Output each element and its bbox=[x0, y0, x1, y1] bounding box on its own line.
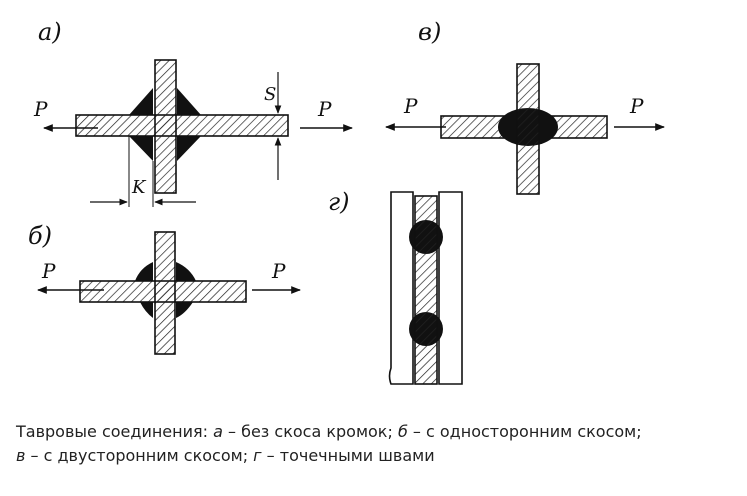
caption-text-a: – без скоса кромок; bbox=[222, 422, 398, 441]
caption-key-v: в bbox=[16, 446, 26, 465]
caption-text-g: – точечными швами bbox=[261, 446, 435, 465]
force-label-right: P bbox=[271, 259, 286, 283]
panel-g-label: г) bbox=[328, 188, 350, 216]
caption-text-b: – с односторонним скосом; bbox=[407, 422, 642, 441]
thickness-label: S bbox=[264, 84, 276, 105]
bevel-welds bbox=[135, 262, 196, 318]
outer-plate-left bbox=[388, 191, 414, 385]
caption-text-v: – с двусторонним скосом; bbox=[25, 446, 254, 465]
force-label-right: P bbox=[629, 94, 644, 118]
force-label-right: P bbox=[317, 97, 332, 121]
panel-a: а) P P S K bbox=[33, 18, 353, 207]
leg-label: K bbox=[131, 177, 147, 198]
outer-plate-right bbox=[438, 191, 463, 385]
caption-key-g: г bbox=[253, 446, 262, 465]
vertical-plate bbox=[154, 59, 177, 194]
inner-plate bbox=[414, 195, 438, 385]
figure-caption: Тавровые соединения: а – без скоса кромо… bbox=[16, 420, 736, 468]
panel-v: в) P P bbox=[385, 18, 665, 195]
tee-joints-diagram: а) P P S K б) P P в) bbox=[28, 18, 665, 385]
force-label-left: P bbox=[33, 97, 48, 121]
horizontal-plate bbox=[75, 114, 289, 137]
vertical-plate bbox=[516, 63, 540, 195]
force-label-left: P bbox=[403, 94, 418, 118]
panel-v-label: в) bbox=[418, 18, 441, 46]
fillet-welds bbox=[129, 88, 201, 161]
panel-a-label: а) bbox=[38, 18, 62, 46]
caption-prefix: Тавровые соединения: bbox=[16, 422, 214, 441]
panel-g: г) bbox=[328, 188, 463, 385]
caption-key-b: б bbox=[397, 422, 408, 441]
vertical-plate bbox=[154, 231, 176, 355]
caption-key-a: а bbox=[213, 422, 223, 441]
panel-b-label: б) bbox=[28, 222, 52, 250]
force-label-left: P bbox=[41, 259, 56, 283]
panel-b: б) P P bbox=[28, 222, 301, 355]
